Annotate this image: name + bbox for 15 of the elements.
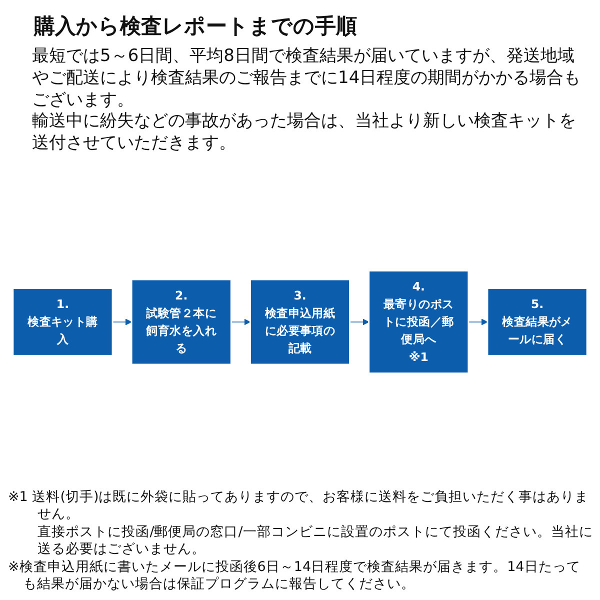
step-box: 5. 検査結果がメールに届く [486,287,588,356]
step-box: 1. 検査キット購入 [12,287,114,356]
intro-paragraph: 輸送中に紛失などの事故があった場合は、当社より新しい検査キットを送付させていただきます。 [32,111,577,155]
footnote: ※1 送料(切手)は既に外袋に貼ってありますので、お客様に送料をご負担いただく事はありません。 [8,488,590,524]
intro-paragraph: 最短では5～6日間、平均8日間で検査結果が届いていますが、発送地域やご配送により検査結果のご報告までに14日程度の期間がかかる場合もございます。 [32,46,582,112]
step-box: 2. 試験管２本に飼育水を入れる [130,278,232,365]
step-box: 4. 最寄りのポストに投函／郵便局へ ※1 [368,270,470,374]
arrow [112,318,132,325]
step-box: 3. 検査申込用紙に必要事項の記載 [249,278,351,365]
arrow [230,318,250,325]
arrow [349,318,370,325]
footnote: ※検査申込用紙に書いたメールに投函後6日～14日程度で検査結果が届きます。14日たっても結果が届かない場合は保証プログラムに報告してください。 [8,558,582,594]
footnote: 直接ポストに投函/郵便局の窓口/一部コンビニに設置のポストにて投函ください。当社に送る必要はございません。 [36,524,594,559]
title: 購入から検査レポートまでの手順 [34,13,357,40]
arrow [468,318,488,325]
